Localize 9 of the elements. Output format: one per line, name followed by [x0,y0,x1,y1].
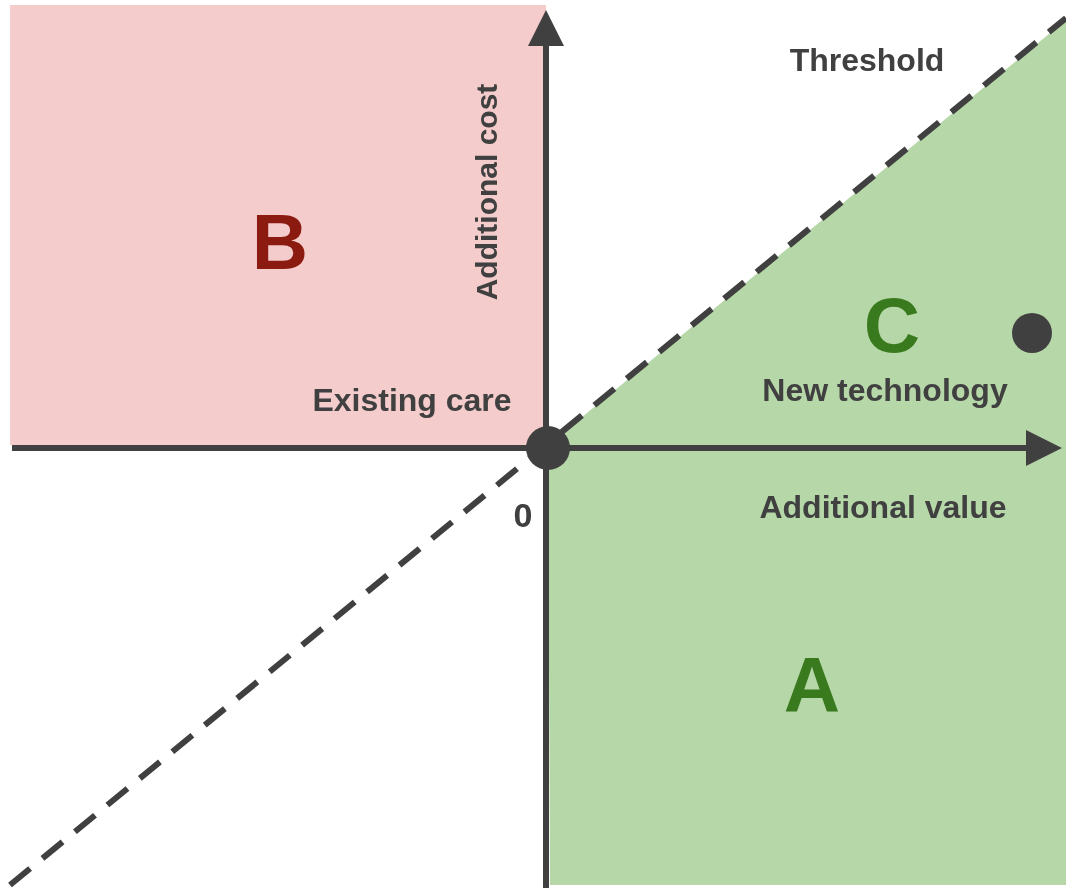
axis-label: Additional cost [472,83,502,301]
point-label: New technology [762,374,1008,406]
origin-label: 0 [513,498,533,532]
point-label: Existing care [312,384,512,416]
region-letter: B [251,203,309,281]
axis-label: Additional value [759,491,1007,523]
region-letter: C [863,286,921,364]
threshold-label: Threshold [789,44,945,76]
region-letter: A [783,646,841,724]
